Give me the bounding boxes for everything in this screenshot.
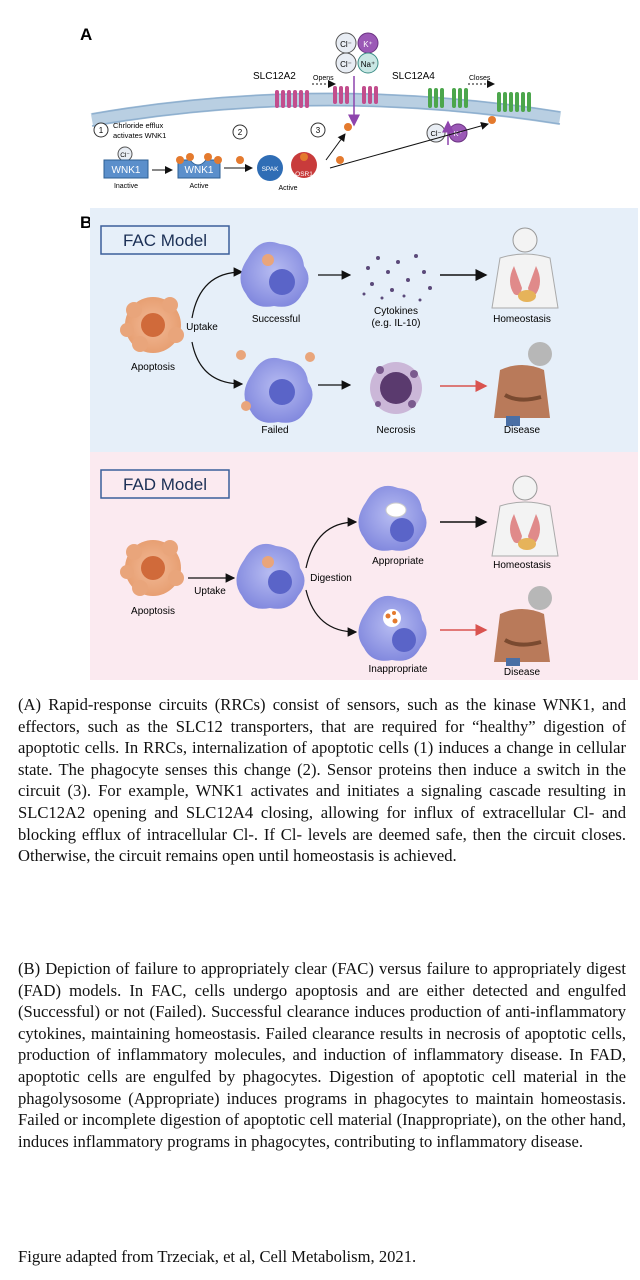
fac-unengulfed-cells — [236, 350, 315, 411]
appropriate-label: Appropriate — [372, 556, 424, 567]
step1-number: 1 — [99, 126, 104, 135]
fad-apoptosis-label: Apoptosis — [131, 606, 175, 617]
signal-arrow-slc12a2 — [325, 133, 346, 161]
fac-uptake-label: Uptake — [186, 322, 218, 333]
inactive-label: Inactive — [114, 183, 138, 190]
fad-title-box — [100, 469, 230, 499]
fad-phagocyte-appropriate — [358, 485, 427, 551]
caption-panel-a: (A) Rapid-response circuits (RRCs) consi… — [18, 695, 626, 866]
fad-arrow-appropriate — [305, 517, 358, 569]
closes-label: Closes — [469, 75, 491, 82]
step2-number: 2 — [238, 128, 243, 137]
spak-label: SPAK — [262, 166, 280, 173]
fad-phagocyte-engulfing — [236, 543, 305, 609]
osr1-label: OSR1 — [295, 171, 313, 178]
wnk1-inactive-shape — [103, 159, 149, 179]
fad-title: FAD Model — [123, 475, 207, 494]
fad-homeostasis-body — [491, 475, 559, 557]
fac-apoptotic-cell — [120, 297, 184, 353]
signal-arrow-slc12a4 — [329, 122, 489, 169]
fac-arrow-failed — [191, 341, 244, 389]
panel-b-label: B — [80, 213, 92, 232]
fac-homeostasis-label: Homeostasis — [493, 314, 551, 325]
cytokines-label-1: Cytokines — [374, 306, 418, 317]
slc12a2-closed — [275, 90, 309, 108]
wnk1-active-label: WNK1 — [185, 165, 214, 176]
necrosis-label: Necrosis — [377, 425, 416, 436]
fac-failed-label: Failed — [261, 425, 288, 436]
fad-phagocyte-inappropriate — [358, 595, 427, 661]
wnk1-cl-label: Cl⁻ — [120, 152, 130, 159]
fad-section: FAD Model Apoptosis Uptake Digestion App… — [90, 452, 638, 680]
fad-disease-body — [494, 586, 552, 666]
wnk1-inactive-label: WNK1 — [112, 165, 141, 176]
fad-apoptotic-cell — [120, 540, 184, 596]
step1-text-line2: activates WNK1 — [113, 131, 166, 140]
fac-successful-label: Successful — [252, 314, 300, 325]
opens-label: Opens — [313, 75, 334, 82]
fac-phagocyte-successful — [240, 241, 309, 307]
ion-cl-label: Cl⁻ — [340, 40, 352, 49]
fac-disease-label: Disease — [504, 425, 541, 436]
fac-section: FAC Model Apoptosis Uptake Successful — [90, 208, 638, 452]
fad-disease-label: Disease — [504, 667, 541, 678]
panel-a: A Cl⁻ K⁺ Cl⁻ Na⁺ SLC12A2 Opens — [80, 25, 562, 192]
active2-label: Active — [278, 185, 297, 192]
cytokine-dots — [362, 254, 432, 302]
step3-number: 3 — [316, 126, 321, 135]
slc12a4-open — [428, 88, 468, 108]
slc12a2-label: SLC12A2 — [253, 71, 296, 82]
ion-k-label: K⁺ — [363, 40, 373, 49]
fad-homeostasis-label: Homeostasis — [493, 560, 551, 571]
ion-na-label: Na⁺ — [361, 60, 375, 69]
osr1-shape — [291, 152, 317, 178]
slc12a4-label: SLC12A4 — [392, 71, 435, 82]
cytokines-label-2: (e.g. IL-10) — [372, 318, 421, 329]
fac-arrow-successful — [191, 267, 244, 319]
panel-a-label: A — [80, 25, 92, 44]
fac-apoptosis-label: Apoptosis — [131, 362, 175, 373]
slc12a4-closed — [497, 92, 531, 112]
ion-cl-bottom: Cl⁻ — [430, 129, 441, 138]
digestion-label: Digestion — [310, 573, 352, 584]
fac-disease-body — [494, 342, 552, 426]
step1-text-line1: Chrloride efflux — [113, 121, 164, 130]
fac-title-box — [100, 225, 230, 255]
fac-phagocyte-failed — [244, 357, 313, 423]
ion-cluster-top: Cl⁻ K⁺ Cl⁻ Na⁺ — [335, 32, 379, 74]
cell-membrane — [90, 92, 562, 127]
caption-panel-b: (B) Depiction of failure to appropriatel… — [18, 959, 626, 1151]
fad-uptake-label: Uptake — [194, 586, 226, 597]
figure: A Cl⁻ K⁺ Cl⁻ Na⁺ SLC12A2 Opens — [80, 25, 638, 680]
wnk1-active-shape — [177, 159, 221, 179]
figure-credit: Figure adapted from Trzeciak, et al, Cel… — [18, 1247, 417, 1266]
fac-title: FAC Model — [123, 231, 207, 250]
active-label: Active — [189, 183, 208, 190]
ion-k-bottom: K⁺ — [454, 129, 463, 138]
fad-arrow-inappropriate — [305, 589, 358, 637]
slc12a2-open — [333, 86, 378, 104]
spak-shape — [257, 155, 283, 181]
inappropriate-label: Inappropriate — [369, 664, 428, 675]
necrosis-cell — [370, 362, 422, 414]
ion-cl-label-2: Cl⁻ — [340, 60, 352, 69]
fac-homeostasis-body — [491, 227, 559, 309]
